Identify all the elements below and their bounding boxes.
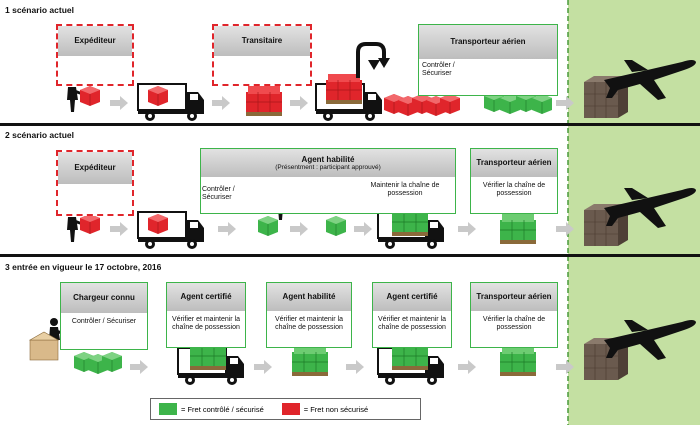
- curved-arrow-icon: [356, 42, 376, 78]
- shipper-title: Expéditeur: [58, 152, 132, 184]
- carrier-box: Transporteur aérien Vérifier la chaîne d…: [470, 148, 558, 214]
- flow-arrow-icon: [110, 222, 128, 236]
- agent-title: Agent habilité: [301, 154, 355, 164]
- regulated-agent-title: Agent habilité: [267, 283, 351, 311]
- agent-action-left: Contrôler / Sécuriser: [202, 186, 235, 202]
- flow-arrow-icon: [290, 222, 308, 236]
- regulated-agent-box: Agent habilité Vérifier et maintenir la …: [266, 282, 352, 348]
- known-shipper-box: Chargeur connu Contrôler / Sécuriser: [60, 282, 148, 350]
- flow-arrow-icon: [346, 360, 364, 374]
- parcel-icon: [147, 213, 169, 235]
- section-1-title: 1 scénario actuel: [5, 5, 74, 15]
- flow-arrow-icon: [354, 222, 372, 236]
- section-divider: [0, 123, 700, 126]
- parcel-icon: [79, 213, 101, 235]
- shipper-title: Expéditeur: [58, 26, 132, 56]
- flow-arrow-icon: [110, 96, 128, 110]
- legend-unsecured-swatch: [281, 403, 300, 415]
- truck-icon: [137, 83, 205, 122]
- legend-secured-swatch: [159, 403, 177, 415]
- certified-agent-box: Agent certifié Vérifier et maintenir la …: [166, 282, 246, 348]
- pallet-icon: [245, 85, 283, 117]
- carrier-action-label: Contrôler / Sécuriser: [422, 62, 455, 78]
- carrier-title: Transporteur aérien: [471, 149, 557, 177]
- carrier-box: Transporteur aérien: [418, 24, 558, 96]
- flow-arrow-icon: [218, 222, 236, 236]
- pallet-icon: [499, 213, 537, 245]
- section-3-graphics: [28, 318, 696, 386]
- forwarder-title: Transitaire: [214, 26, 310, 56]
- known-shipper-action: Contrôler / Sécuriser: [71, 318, 137, 325]
- flow-arrow-icon: [290, 96, 308, 110]
- carrier-title: Transporteur aérien: [419, 25, 557, 59]
- pallet-icon: [499, 345, 537, 377]
- parcel-icon: [325, 215, 347, 237]
- certified-agent-title: Agent certifié: [167, 283, 245, 311]
- flow-arrow-icon: [458, 360, 476, 374]
- parcel-icon: [439, 93, 461, 115]
- certified-agent-action: Vérifier et maintenir la chaîne de posse…: [171, 316, 241, 332]
- section-1-graphics: [67, 42, 696, 122]
- curved-arrow-head-icon: [368, 60, 380, 70]
- pallet-icon: [291, 345, 329, 377]
- carrier-box: Transporteur aérien Vérifier la chaîne d…: [470, 282, 558, 348]
- section-divider: [0, 254, 700, 257]
- known-shipper-title: Chargeur connu: [61, 283, 147, 313]
- carrier-title: Transporteur aérien: [471, 283, 557, 311]
- legend-secured-label: = Fret contrôlé / sécurisé: [181, 404, 264, 414]
- section-3-title: 3 entrée en vigueur le 17 octobre, 2016: [5, 262, 162, 272]
- legend: = Fret contrôlé / sécurisé = Fret non sé…: [150, 398, 421, 420]
- agent-box: Agent habilité (Présentment : participan…: [200, 148, 456, 214]
- parcel-icon: [79, 85, 101, 107]
- flow-arrow-icon: [458, 222, 476, 236]
- regulated-agent-action: Vérifier et maintenir la chaîne de posse…: [274, 316, 344, 332]
- agent-action-right: Maintenir la chaîne de possession: [370, 182, 440, 198]
- agent-subtitle: (Présentment : participant approuvé): [275, 163, 381, 171]
- pallet-icon: [325, 73, 363, 105]
- parcel-icon: [147, 85, 169, 107]
- legend-unsecured-label: = Fret non sécurisé: [303, 404, 369, 414]
- flow-arrow-icon: [254, 360, 272, 374]
- agent-header: Agent habilité (Présentment : participan…: [201, 149, 455, 177]
- flow-arrow-icon: [212, 96, 230, 110]
- carrier-action-label: Vérifier la chaîne de possession: [482, 316, 546, 332]
- box-icon: [29, 339, 59, 361]
- parcel-icon: [531, 93, 553, 115]
- certified-agent-action-2: Vérifier et maintenir la chaîne de posse…: [377, 316, 447, 332]
- section-2-title: 2 scénario actuel: [5, 130, 74, 140]
- shipper-box: Expéditeur: [56, 24, 134, 86]
- parcel-icon: [257, 215, 279, 237]
- flow-arrow-icon: [130, 360, 148, 374]
- certified-agent-box-2: Agent certifié Vérifier et maintenir la …: [372, 282, 452, 348]
- parcel-icon: [101, 351, 123, 373]
- truck-icon: [137, 211, 205, 250]
- carrier-action-label: Vérifier la chaîne de possession: [482, 182, 546, 198]
- shipper-box: Expéditeur: [56, 150, 134, 216]
- certified-agent-title-2: Agent certifié: [373, 283, 451, 311]
- forwarder-box: Transitaire: [212, 24, 312, 86]
